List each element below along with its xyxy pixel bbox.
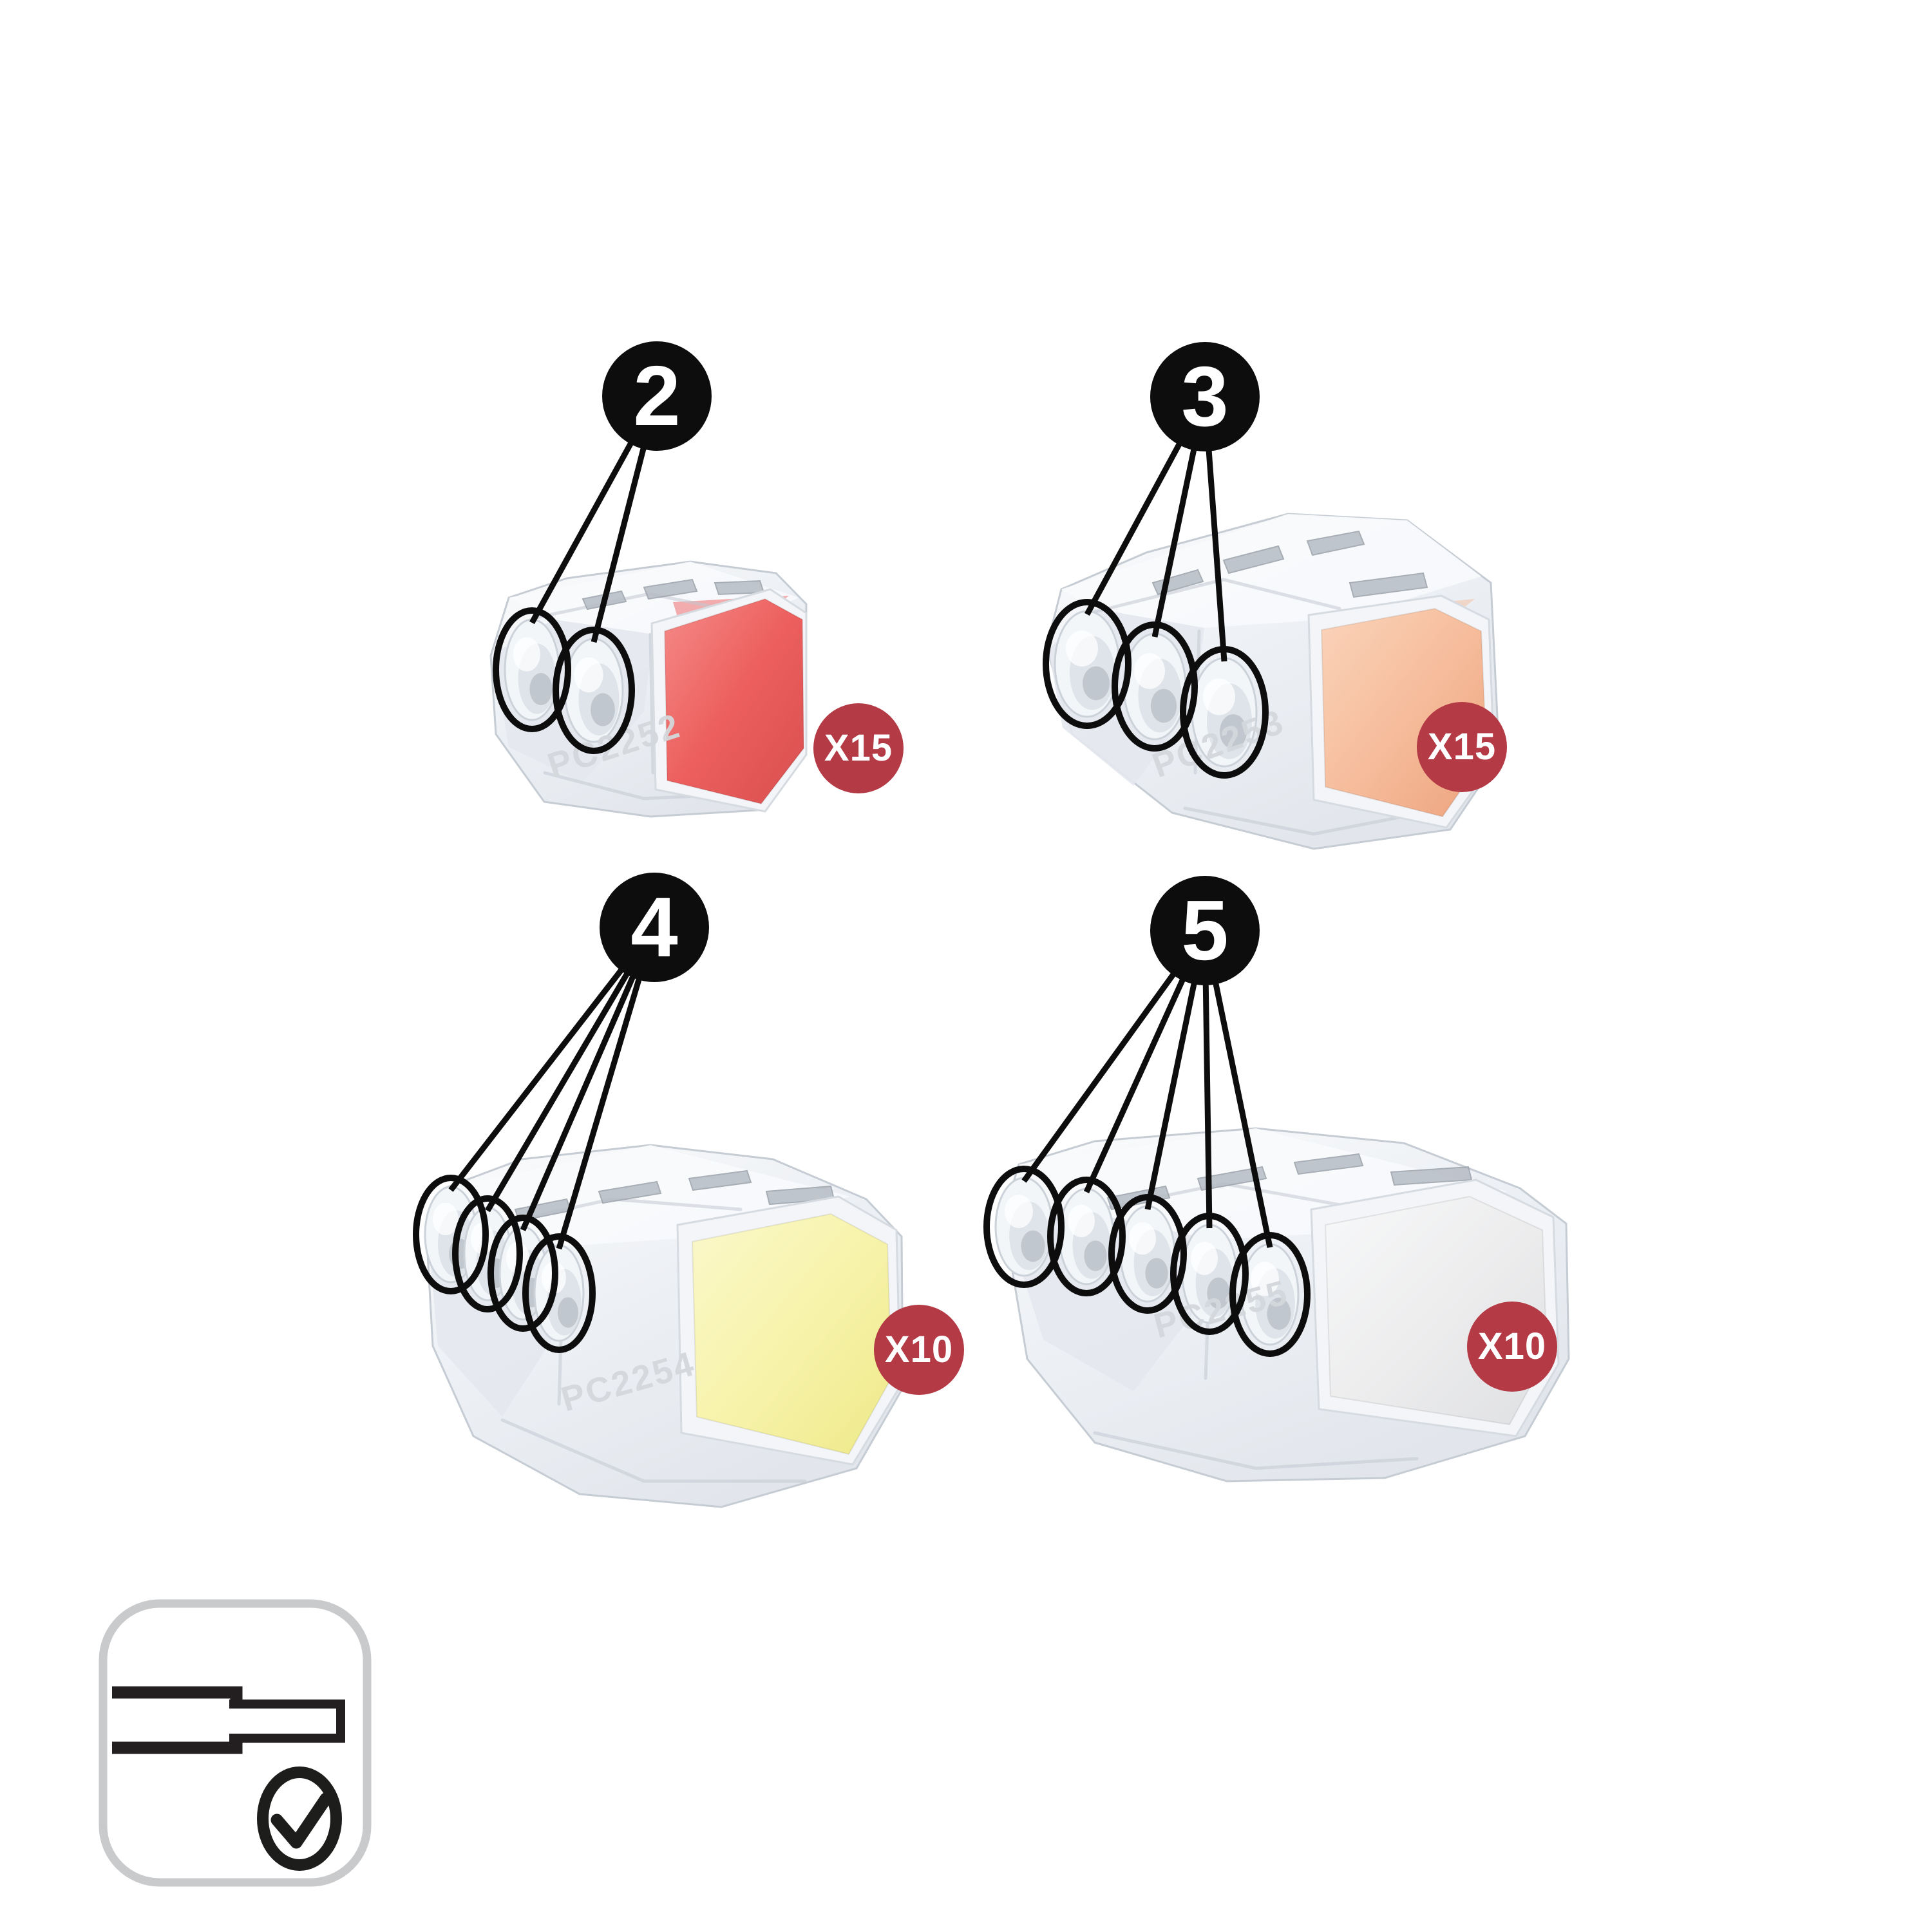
callout-number-label: 5: [1181, 883, 1229, 978]
callout-number-label: 4: [630, 880, 678, 974]
quantity-label: X15: [1427, 726, 1497, 768]
quantity-badge-3-port: X15: [1417, 702, 1507, 792]
callout-line: [448, 925, 657, 1192]
check-mark-icon: [270, 1792, 332, 1849]
connector-4-port: PC2254: [413, 925, 904, 1508]
port-callout-ellipse: [553, 627, 635, 754]
callout-number-label: 3: [1181, 349, 1229, 444]
port-callout-ellipse: [1047, 1177, 1126, 1296]
metal-contact-slot: [598, 1180, 662, 1204]
quantity-label: X10: [1477, 1325, 1547, 1367]
color-code-face-plate: [664, 598, 804, 804]
port-callout-ellipse: [452, 1195, 523, 1312]
connector-3-port: PC2253: [1043, 395, 1501, 850]
connector-2-port: PC2252: [489, 394, 808, 818]
wire-insulation-icon: [112, 1686, 243, 1754]
metal-contact-slot: [1222, 545, 1285, 574]
port-callout-ellipse: [522, 1233, 596, 1353]
port-callout-ellipse: [1170, 1213, 1249, 1335]
callout-line: [556, 926, 658, 1250]
metal-contact-slot: [1197, 1166, 1267, 1191]
callout-number-circle-4-port: 4: [600, 873, 709, 982]
metal-contact-slot: [1306, 530, 1365, 556]
callout-number-circle-5-port: 5: [1150, 876, 1260, 985]
port-callout-ellipse: [1043, 599, 1132, 729]
callout-number-circle-2-port: 2: [602, 341, 712, 451]
port-callout-ellipse: [983, 1166, 1065, 1288]
quantity-label: X15: [824, 727, 893, 769]
metal-contact-slot: [1349, 572, 1428, 598]
quantity-badge-2-port: X15: [813, 703, 904, 793]
port-callout-ellipse: [1229, 1232, 1311, 1357]
quantity-badge-4-port: X10: [874, 1305, 964, 1395]
connector-5-port: PC2255: [983, 929, 1570, 1482]
port-callout-ellipse: [1112, 621, 1198, 752]
callout-number-label: 2: [633, 348, 681, 443]
port-callout-ellipse: [493, 607, 571, 732]
quantity-label: X10: [884, 1329, 954, 1370]
port-callout-ellipse: [1108, 1194, 1187, 1314]
metal-contact-slot: [688, 1170, 752, 1191]
check-circle-icon: [257, 1766, 342, 1871]
metal-contact-slot: [1293, 1153, 1364, 1175]
port-callout-ellipse: [1180, 646, 1269, 779]
wire-conductor-icon: [229, 1700, 345, 1743]
solid-wire-compatibility-icon: [99, 1599, 372, 1887]
callout-number-circle-3-port: 3: [1150, 342, 1260, 451]
metal-contact-slot: [643, 578, 698, 600]
port-callout-ellipse: [413, 1175, 489, 1294]
port-callout-ellipse: [488, 1215, 558, 1332]
quantity-badge-5-port: X10: [1467, 1302, 1557, 1392]
color-code-face-plate: [692, 1213, 892, 1455]
